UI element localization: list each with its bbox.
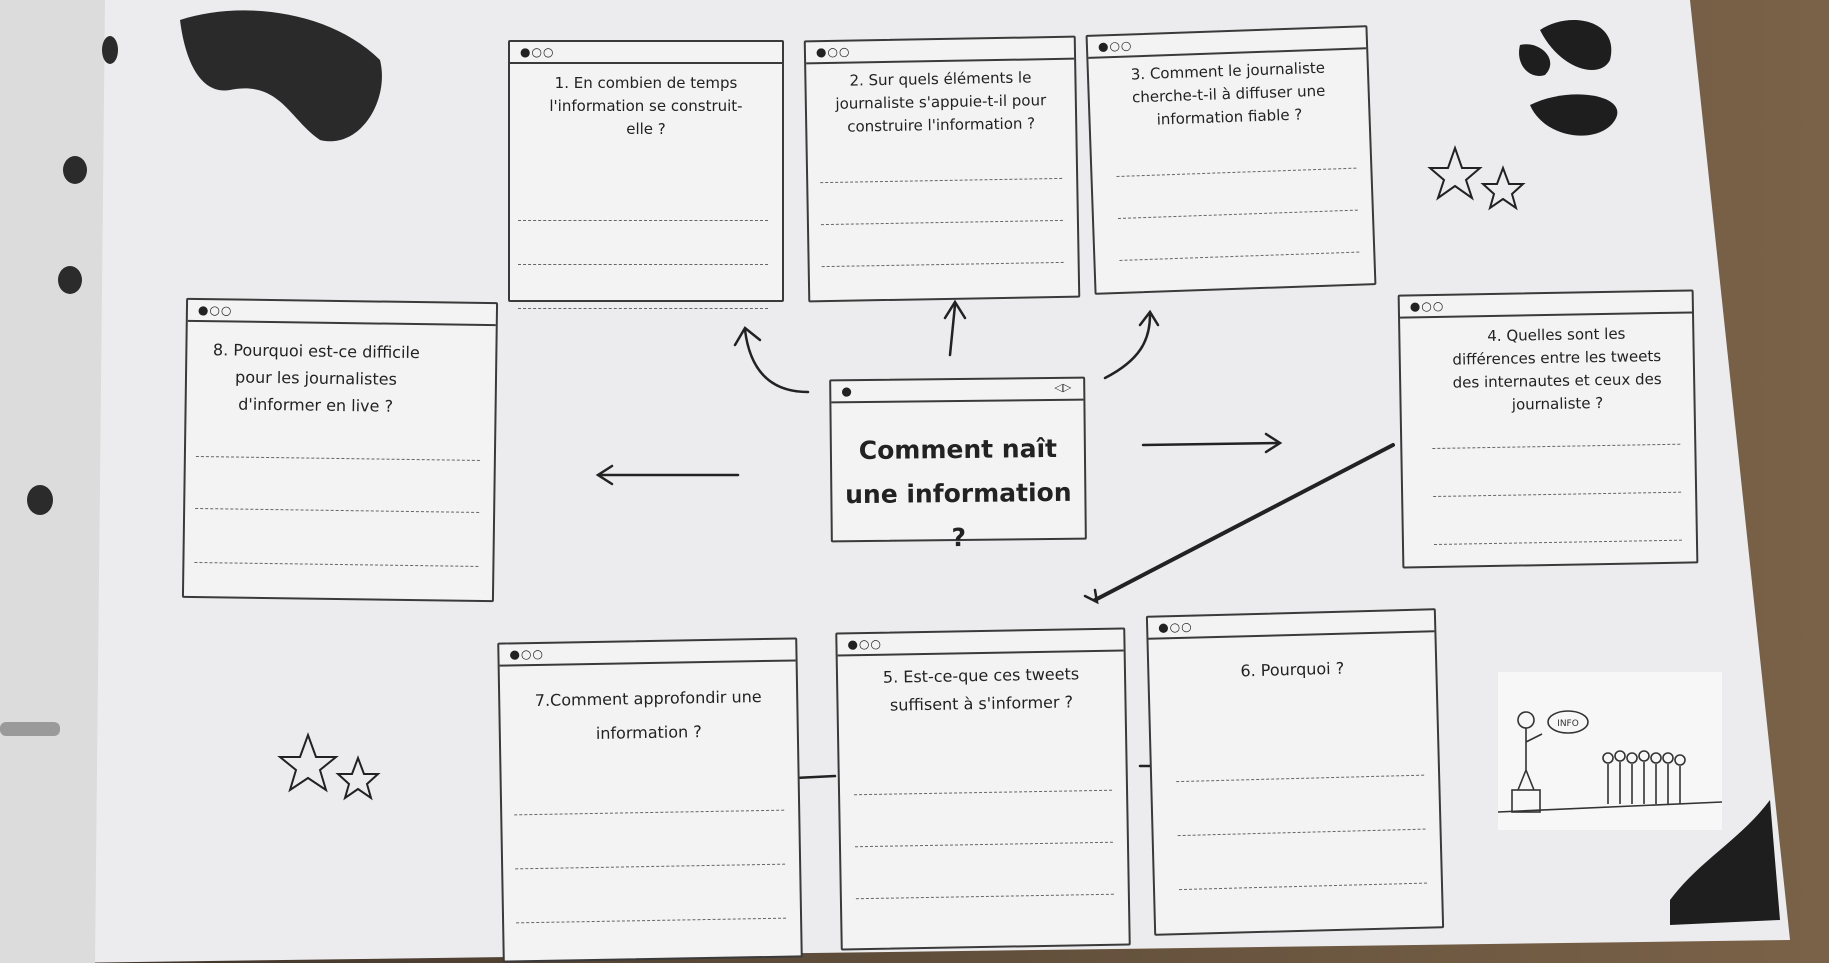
window-dots-icon: ●○○ [1097,38,1133,54]
arrow-icon [1141,441,1280,447]
answer-line[interactable] [194,561,479,567]
binder-ring [0,722,60,736]
arrow-icon [733,326,762,347]
star-icon [1480,165,1526,211]
question-card-4: ●○○ 4. Quelles sont les différences entr… [1397,289,1699,569]
star-icon [277,732,339,793]
window-dots-icon: ●○○ [520,45,555,59]
question-card-6: ●○○ 6. Pourquoi ? [1145,608,1445,936]
question-text: 6. Pourquoi ? [1240,658,1345,681]
binder-hole [27,485,53,515]
answer-line[interactable] [854,789,1113,796]
question-text: 2. Sur quels éléments le journaliste s'a… [835,68,1047,136]
question-card-1: ●○○ 1. En combien de temps l'information… [508,40,784,309]
window-bar: ●○○ [805,37,1075,65]
answer-line[interactable] [518,220,768,221]
question-text: 1. En combien de temps l'information se … [549,74,743,138]
window-bar: ●○○ [510,42,782,64]
crier-illustration: INFO [1497,672,1723,830]
answer-line[interactable] [195,507,480,513]
answer-line[interactable] [820,177,1063,184]
answer-line[interactable] [1177,828,1426,837]
answer-line[interactable] [1117,209,1358,219]
question-card-2: ●○○ 2. Sur quels éléments le journaliste… [803,35,1081,303]
answer-line[interactable] [1116,167,1357,178]
answer-line[interactable] [821,261,1064,268]
binder-edge [0,0,105,963]
arrow-icon [1138,309,1160,327]
blob-decoration-top-right [1519,44,1551,76]
arrow-icon [943,299,967,320]
question-text: 3. Comment le journaliste cherche-t-il à… [1130,58,1326,129]
window-bar: ●○○ [1399,291,1693,319]
answer-line[interactable] [855,893,1114,900]
answer-line[interactable] [518,264,768,265]
answer-line[interactable] [1119,251,1360,261]
question-text: 7.Comment approfondir une information ? [534,687,762,743]
window-bar: ●○○ [837,629,1124,657]
window-dots-icon: ●○○ [509,646,544,662]
center-title: Comment naît une information ? [844,433,1072,553]
question-text: 4. Quelles sont les différences entre le… [1452,324,1662,414]
binder-hole [63,156,87,184]
question-card-7: ●○○ 7.Comment approfondir une informatio… [497,637,803,963]
answer-line[interactable] [820,219,1063,226]
blob-decoration-top-left [180,10,382,142]
arrow-icon [1093,443,1395,602]
arrow-icon [793,774,837,780]
crier-bubble-text: INFO [1557,719,1579,729]
window-bar: ●○○ [187,299,497,327]
answer-line[interactable] [1433,539,1682,546]
blob-decoration-bottom-right [1670,800,1780,925]
answer-line[interactable] [1432,443,1681,450]
question-card-8: ●○○ 8. Pourquoi est-ce difficile pour le… [181,297,499,603]
answer-line[interactable] [1179,882,1427,891]
arrow-icon [743,328,810,394]
window-bar: ● ◁▷ [831,378,1084,404]
arrow-icon [1083,588,1099,605]
blob-decoration-top-right [1530,94,1618,136]
window-dots-icon: ●○○ [197,303,233,318]
binder-hole [58,266,82,294]
nav-arrows-icon: ◁▷ [1054,380,1072,394]
answer-line[interactable] [518,308,768,309]
star-icon [1427,144,1483,201]
arrow-icon [1264,432,1283,454]
window-dots-icon: ●○○ [1157,619,1193,635]
crier-crowd-drawing: INFO [1497,710,1723,813]
question-text: 5. Est-ce-que ces tweets suffisent à s'i… [882,664,1080,715]
window-dot-icon: ● [841,384,853,399]
answer-line[interactable] [1176,774,1425,783]
question-card-3: ●○○ 3. Comment le journaliste cherche-t-… [1085,25,1377,295]
window-dots-icon: ●○○ [847,636,882,652]
arrow-icon [1103,313,1152,380]
answer-line[interactable] [1433,491,1682,498]
question-card-5: ●○○ 5. Est-ce-que ces tweets suffisent à… [835,627,1131,951]
answer-line[interactable] [516,917,787,924]
answer-line[interactable] [195,455,480,461]
arrow-icon [595,464,614,486]
window-bar: ●○○ [1147,610,1435,640]
center-card: ● ◁▷ Comment naît une information ? [829,376,1087,552]
answer-line[interactable] [514,809,785,816]
question-text: 8. Pourquoi est-ce difficile pour les jo… [212,340,420,416]
star-icon [335,755,381,801]
window-dots-icon: ●○○ [815,44,851,60]
window-dots-icon: ●○○ [1409,298,1445,314]
blob-decoration-top-right [1540,20,1612,70]
answer-line[interactable] [854,841,1113,848]
binder-hole [102,36,118,64]
answer-line[interactable] [515,863,786,870]
arrow-icon [948,303,957,357]
window-bar: ●○○ [499,639,796,667]
